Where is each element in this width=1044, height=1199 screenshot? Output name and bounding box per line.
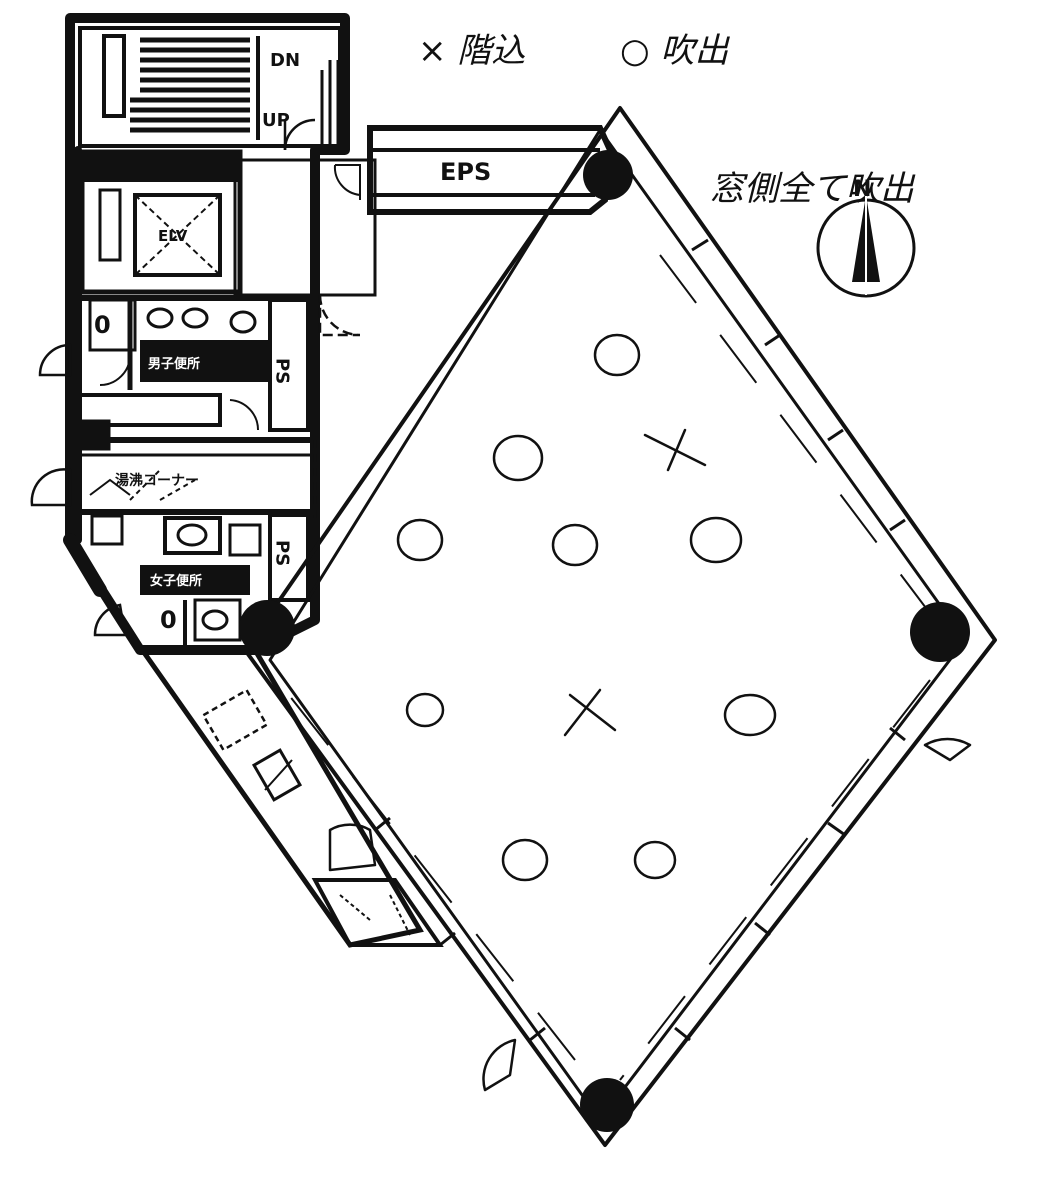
column-east bbox=[910, 602, 970, 662]
ps-lower-label: PS bbox=[272, 540, 293, 566]
return-mark bbox=[563, 688, 617, 737]
air-outlet bbox=[396, 518, 444, 562]
kitchenette bbox=[30, 440, 317, 520]
air-outlet bbox=[633, 840, 677, 880]
stair-down-label: DN bbox=[270, 50, 300, 71]
eps-label: EPS bbox=[440, 158, 491, 186]
air-outlet bbox=[405, 692, 445, 728]
return-marks bbox=[563, 428, 707, 737]
elevator-label: ELV bbox=[158, 227, 188, 245]
kitchenette-label: 湯沸コーナー bbox=[115, 472, 199, 489]
north-label: N bbox=[853, 177, 871, 202]
restroom-upper bbox=[38, 295, 315, 451]
staircase bbox=[78, 26, 342, 151]
return-mark bbox=[643, 428, 707, 472]
restroom-upper-label: 男子便所 bbox=[148, 356, 200, 372]
legend-outlet: ○ 吹出 bbox=[620, 31, 730, 71]
zero-bottom-label: 0 bbox=[160, 606, 177, 634]
column-north bbox=[583, 150, 633, 200]
column-south bbox=[580, 1078, 634, 1132]
air-outlet bbox=[492, 434, 544, 482]
air-outlet bbox=[723, 693, 777, 737]
restroom-lower bbox=[90, 513, 310, 645]
office-room bbox=[243, 106, 997, 1147]
corridor-strip bbox=[97, 588, 444, 948]
zero-top-label: 0 bbox=[94, 311, 111, 339]
air-outlet bbox=[689, 516, 743, 564]
column-west bbox=[239, 600, 295, 656]
structural-columns bbox=[239, 150, 970, 1132]
restroom-lower-label: 女子便所 bbox=[150, 573, 202, 589]
air-outlet bbox=[501, 838, 549, 882]
air-outlets bbox=[396, 333, 777, 882]
air-outlet bbox=[551, 523, 599, 567]
legend-return: × 階込 bbox=[418, 31, 525, 71]
air-outlet bbox=[593, 333, 641, 377]
north-arrow-icon: N bbox=[816, 177, 916, 298]
stair-up-label: UP bbox=[262, 110, 290, 131]
elevator bbox=[79, 149, 377, 337]
core-block bbox=[63, 13, 350, 655]
ps-upper-label: PS bbox=[272, 358, 293, 384]
